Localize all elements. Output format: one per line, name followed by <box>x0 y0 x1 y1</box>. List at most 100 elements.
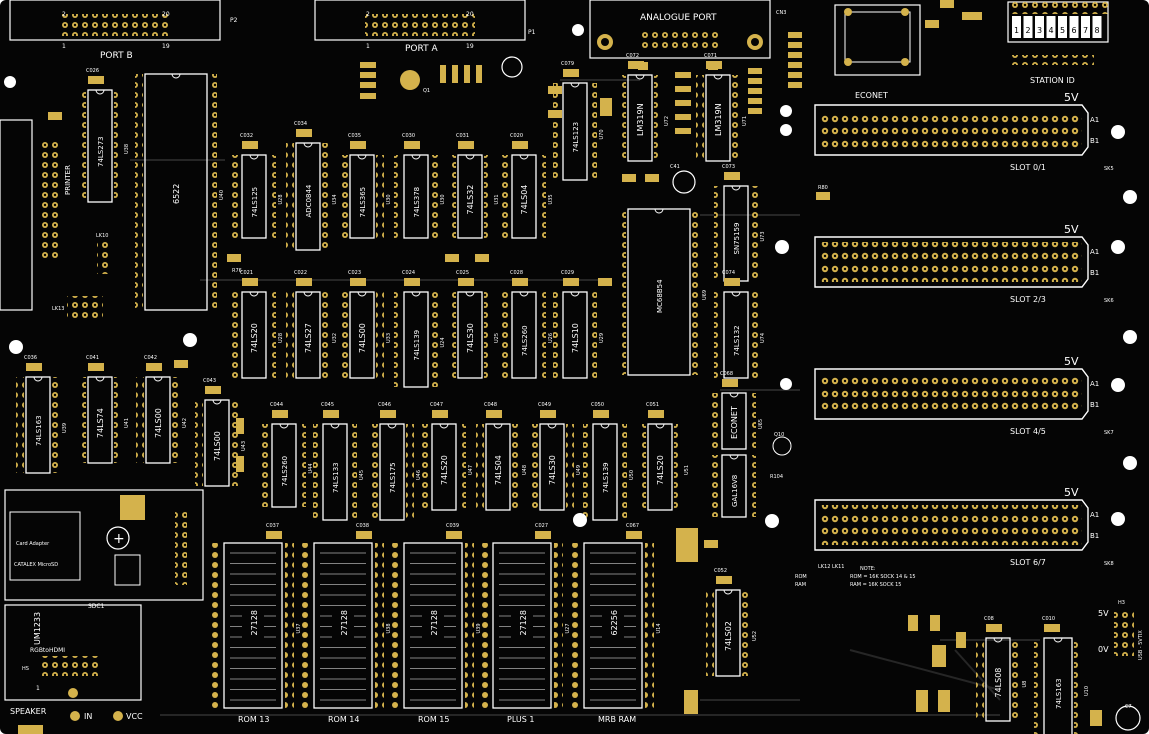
chip-cap-ref: C08 <box>984 616 994 622</box>
chip-cap-ref: C021 <box>240 270 253 276</box>
chip-ref: U45 <box>359 470 365 480</box>
r104-label: R104 <box>770 474 783 480</box>
chip-part-number: 74LS27 <box>304 323 313 353</box>
station-switch[interactable] <box>1012 16 1021 38</box>
slot-pin-a1: A1 <box>1090 248 1099 256</box>
station-switch-number: 3 <box>1037 26 1042 35</box>
analogue-port-ref: CN3 <box>776 10 786 16</box>
rom-cap-ref: C027 <box>535 523 548 529</box>
printer-header: PRINTER <box>0 119 72 311</box>
chip-ref: U47 <box>468 465 474 475</box>
vcc-label: VCC <box>126 712 143 721</box>
chip-cap-ref: C034 <box>294 121 307 127</box>
lk13-label: LK13 <box>52 306 64 312</box>
mounting-holes <box>4 24 1137 528</box>
station-switch[interactable] <box>1081 16 1090 38</box>
station-switch[interactable] <box>1023 16 1033 38</box>
note-line2: RAM = 16K SOCK 15 <box>850 582 901 588</box>
station-switch[interactable] <box>1058 16 1067 38</box>
chip-cap-ref: C025 <box>456 270 469 276</box>
rom-part-number: 62256 <box>610 610 619 635</box>
station-switch[interactable] <box>1069 16 1079 38</box>
chip-part-number: 74LS00 <box>358 323 367 353</box>
slot-pin-a1: A1 <box>1090 511 1099 519</box>
slot-ref: SK8 <box>1104 561 1114 567</box>
chip-part-number: 74LS30 <box>548 455 557 485</box>
chip-cap-ref: C068 <box>720 371 733 377</box>
rom-cap-ref: C037 <box>266 523 279 529</box>
rom-part-number: 27128 <box>430 610 439 635</box>
rom-cap-ref: C038 <box>356 523 369 529</box>
chip-part-number: 74LS163 <box>35 415 43 446</box>
q10-label: Q10 <box>774 432 784 438</box>
chip-cap-ref: C074 <box>722 270 735 276</box>
r76-label: R76 <box>232 268 242 274</box>
chip-cap-ref: C029 <box>561 270 574 276</box>
chip-part-number: 6522 <box>172 184 181 204</box>
station-switch[interactable] <box>1092 16 1102 38</box>
chip-cap-ref: C051 <box>646 402 659 408</box>
chip-cap-ref: C024 <box>402 270 415 276</box>
note-rom: ROM <box>795 574 807 580</box>
rom-cap-ref: C039 <box>446 523 459 529</box>
chip-ref: U74 <box>760 333 766 343</box>
note-line1: ROM = 16K SOCK 14 & 15 <box>850 574 916 580</box>
chip-ref: U30 <box>386 194 392 204</box>
chip-cap-ref: C079 <box>561 61 574 67</box>
chip-part-number: 74LS139 <box>602 462 610 493</box>
port-b-ref: P2 <box>230 17 238 24</box>
port-a-connector: 2 20 1 19 PORT A P1 <box>314 0 536 54</box>
chip-part-number: 74LS74 <box>96 408 105 438</box>
port-b-connector: 2 20 1 19 PORT B P2 <box>9 0 238 61</box>
chip-ref: U32 <box>332 333 338 343</box>
sd-card-module: Card Adapter CATALEX MicroSD + SDC1 <box>4 489 204 610</box>
speaker-label: SPEAKER <box>10 707 47 716</box>
rom-part-number: 27128 <box>519 610 528 635</box>
chip-cap-ref: C046 <box>378 402 391 408</box>
analogue-port-label: ANALOGUE PORT <box>640 13 717 23</box>
chip-ref: U30 <box>440 194 446 204</box>
chip-ref: U35 <box>548 194 554 204</box>
chip-ref: U28 <box>278 333 284 343</box>
chip-cap-ref: C035 <box>348 133 361 139</box>
chip-cap-ref: C020 <box>510 133 523 139</box>
slot-voltage: 5V <box>1064 91 1079 104</box>
rom-label: ROM 14 <box>328 715 359 724</box>
chip-part-number: 74LS125 <box>251 187 259 218</box>
chip-part-number: LM319N <box>636 103 645 136</box>
chip-cap-ref: C072 <box>626 53 639 59</box>
rom-ref: U27 <box>565 623 571 633</box>
station-switch-number: 5 <box>1060 26 1065 35</box>
slot-pin-b1: B1 <box>1090 137 1099 145</box>
chip-ref: U34 <box>332 194 338 204</box>
chip-part-number: 74LS20 <box>250 323 259 353</box>
chip-part-number: 74LS32 <box>466 185 475 215</box>
hdmi-name: RGBtoHDMI <box>30 647 65 654</box>
chip-ref: U26 <box>548 333 554 343</box>
slot-label: SLOT 0/1 <box>1010 163 1046 172</box>
port-a-pin-1: 1 <box>366 43 370 50</box>
chip-part-number: 74LS260 <box>521 325 529 356</box>
station-switch[interactable] <box>1035 16 1044 38</box>
slot-pin-b1: B1 <box>1090 269 1099 277</box>
station-switch[interactable] <box>1046 16 1056 38</box>
hdmi-module: UM1233 RGBtoHDMI 1 HS <box>4 604 142 701</box>
rom-label: ROM 13 <box>238 715 269 724</box>
chip-cap-ref: C022 <box>294 270 307 276</box>
chip-cap-ref: C036 <box>24 355 37 361</box>
sd-card-ref: SDC1 <box>88 603 105 610</box>
